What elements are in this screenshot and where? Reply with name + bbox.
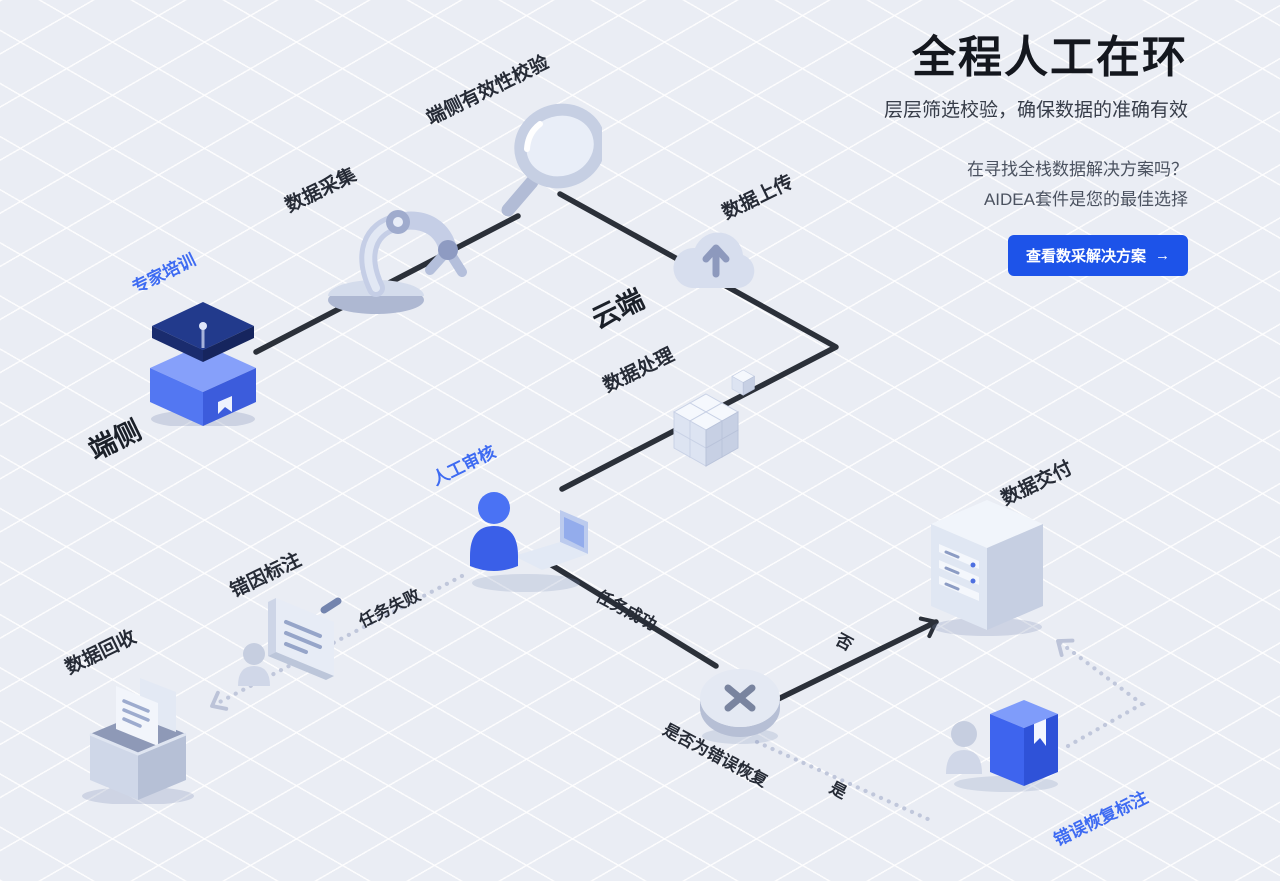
cta-button-label: 查看数采解决方案 [1025, 247, 1146, 265]
header-block: 全程人工在环 层层筛选校验，确保数据的准确有效 在寻找全栈数据解决方案吗？ AI… [883, 33, 1188, 276]
person-book-icon [940, 678, 1062, 792]
x-decision-icon [694, 642, 786, 750]
server-stack-icon [924, 496, 1050, 636]
magnifier-icon [486, 96, 602, 218]
flow-edge-decision-to-delivery [767, 616, 939, 706]
arrow-right-icon: → [1155, 246, 1170, 264]
cta-button[interactable]: 查看数采解决方案 → [1007, 234, 1188, 276]
cloud-upload-icon [666, 208, 766, 306]
graduation-cap-icon [140, 286, 266, 426]
document-annotation-icon [236, 588, 348, 698]
flow-edge-validation-to-review [557, 191, 839, 492]
flow-edge-yes [754, 739, 933, 823]
page-subtitle: 层层筛选校验，确保数据的准确有效 [883, 100, 1188, 122]
flow-edge-review-to-decision [542, 558, 719, 669]
page-title: 全程人工在环 [912, 33, 1188, 82]
robot-arm-icon [312, 192, 470, 316]
promo-line-1: 在寻找全栈数据解决方案吗？ [967, 160, 1188, 180]
archive-box-icon [70, 670, 206, 804]
flow-edge-recovery-return [1055, 638, 1146, 749]
person-laptop-icon [460, 486, 592, 592]
promo-text: 在寻找全栈数据解决方案吗？ AIDEA套件是您的最佳选择 [967, 155, 1188, 215]
cube-cluster-icon [650, 368, 764, 476]
promo-line-2: AIDEA套件是您的最佳选择 [983, 190, 1188, 210]
